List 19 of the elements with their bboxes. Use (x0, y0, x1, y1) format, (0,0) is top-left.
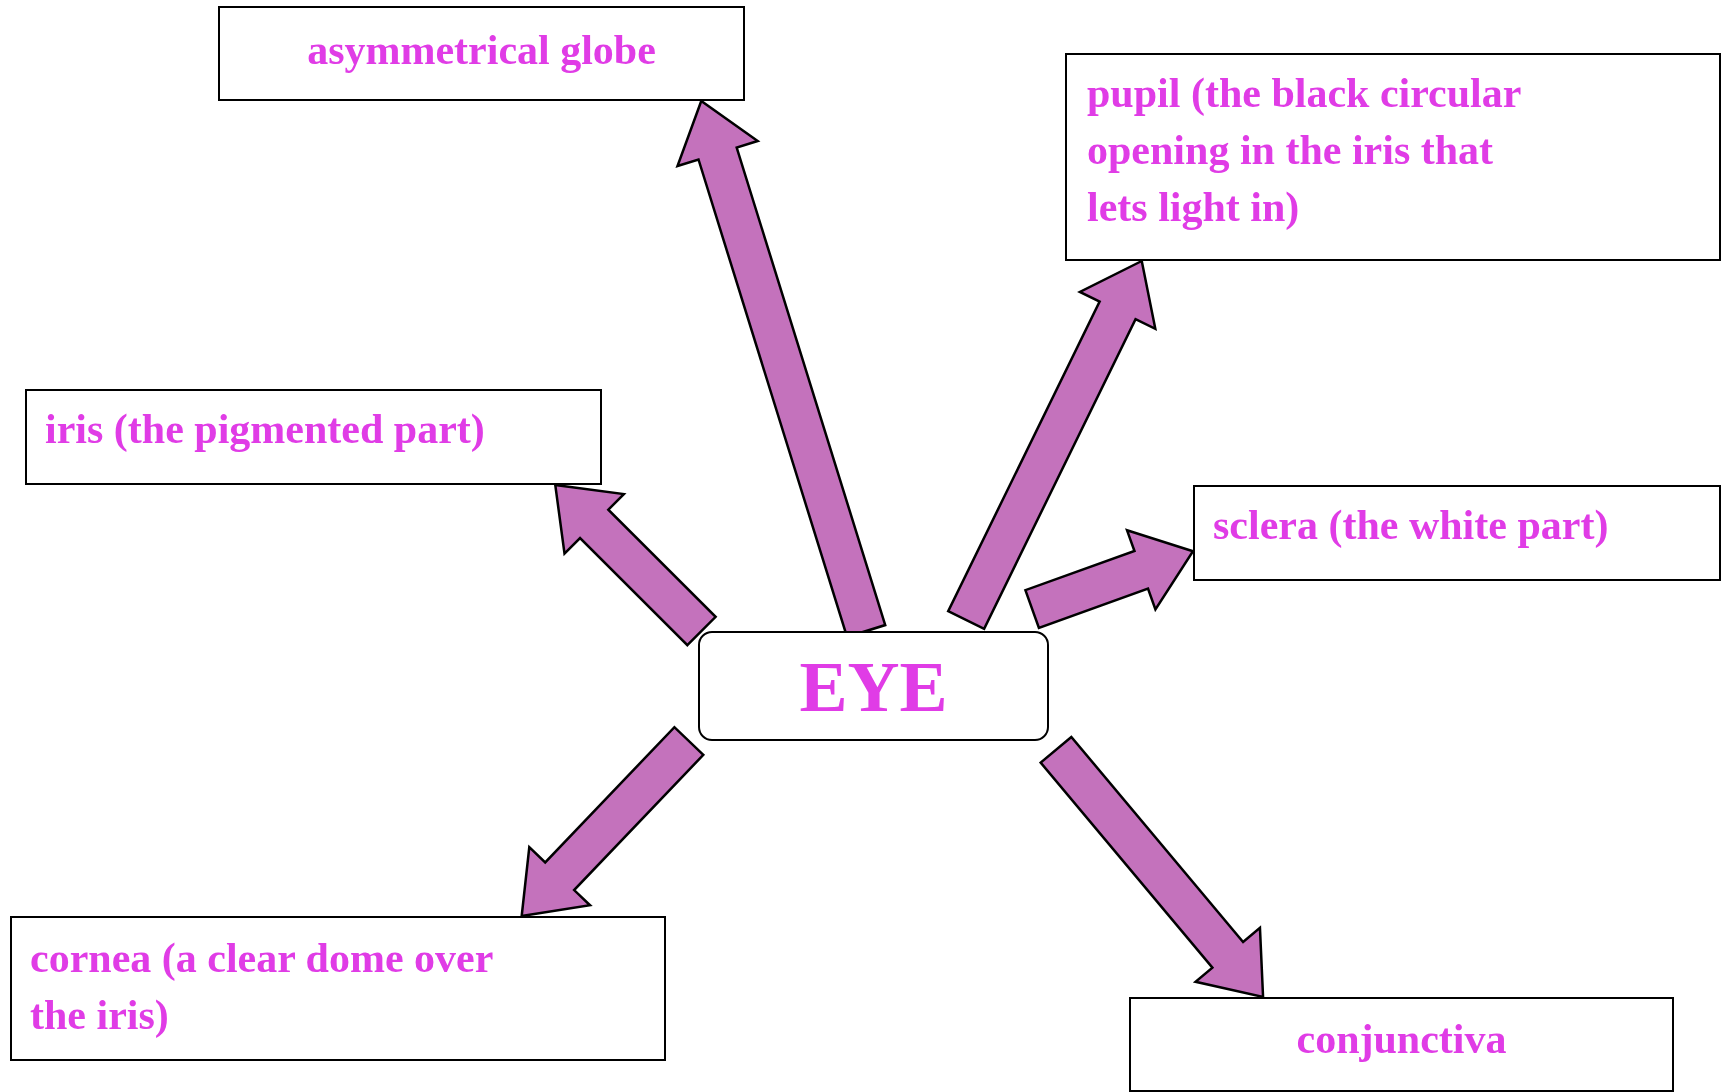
node-label: conjunctiva (1295, 1015, 1508, 1064)
node-label: cornea (a clear dome over the iris) (30, 934, 494, 1040)
label-box (218, 6, 745, 101)
block-arrow (1038, 735, 1265, 999)
block-arrow (553, 483, 718, 647)
label-box (25, 389, 602, 485)
label-box (1129, 997, 1674, 1092)
block-arrow (520, 725, 706, 918)
label-box (1193, 485, 1721, 581)
node-label: asymmetrical globe (306, 26, 657, 75)
node-label: iris (the pigmented part) (45, 405, 486, 454)
central-box (698, 631, 1049, 741)
label-box (1065, 53, 1721, 261)
block-arrow (1023, 528, 1195, 630)
block-arrow (946, 259, 1158, 631)
node-label: EYE (798, 655, 949, 719)
node-label: pupil (the black circular opening in the iris that lets light in) (1087, 69, 1522, 232)
label-box (10, 916, 666, 1061)
node-label: sclera (the white part) (1213, 501, 1610, 550)
